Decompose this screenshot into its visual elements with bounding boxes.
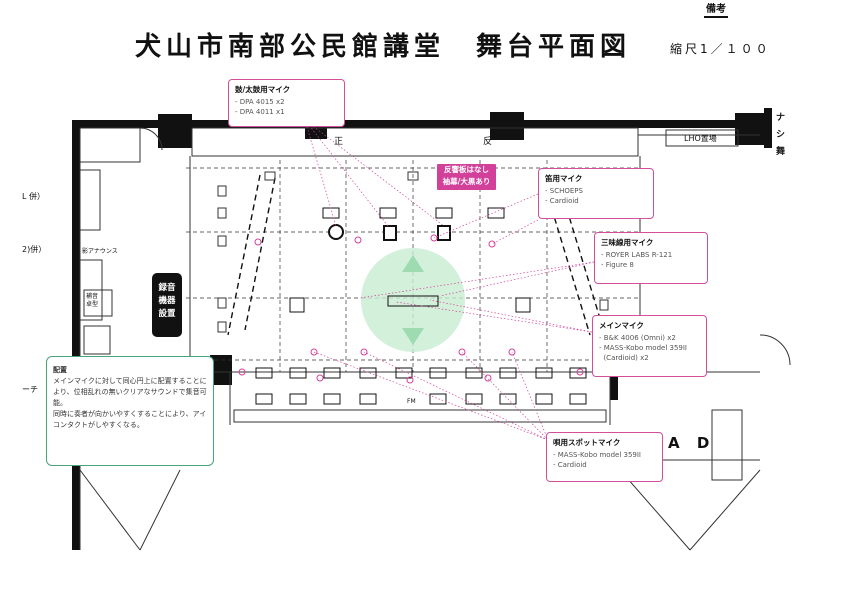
placement-note: 配置 メインマイクに対して同心円上に配置することにより、位相乱れの無いクリアなサ… xyxy=(46,356,214,466)
label-center-front: 正 xyxy=(334,137,344,147)
callout-main-item-3: (Cardioid) x2 xyxy=(599,354,649,362)
stage-note: 反響板はなし 袖幕/大黒あり xyxy=(437,164,496,190)
callout-main-item-2: - MASS-Kobo model 359II xyxy=(599,344,687,352)
callout-shamisen-title: 三味線用マイク xyxy=(601,238,654,247)
label-announce: 影アナウンス xyxy=(82,248,118,255)
stage-note-line2: 袖幕/大黒あり xyxy=(442,177,491,186)
recording-equipment-box: 録音 機器 設置 xyxy=(152,273,182,337)
callout-spot-title: 唄用スポットマイク xyxy=(553,438,621,447)
callout-drum-title: 鼓/太鼓用マイク xyxy=(235,85,291,94)
recording-label: 録音 機器 設置 xyxy=(158,283,176,319)
callout-shamisen-item-1: - ROYER LABS R-121 xyxy=(601,251,673,259)
callout-drum: 鼓/太鼓用マイク - DPA 4015 x2 - DPA 4011 x1 xyxy=(228,79,345,127)
callout-flute-title: 笛用マイク xyxy=(545,174,583,183)
top-right-tag: 備考 xyxy=(704,0,728,18)
label-left-2: 2)併） xyxy=(22,245,47,254)
drums xyxy=(328,224,451,241)
callout-main-item-1: - B&K 4006 (Omni) x2 xyxy=(599,334,676,342)
wing-lines xyxy=(227,169,606,336)
stage-frame xyxy=(79,127,760,550)
label-fm: FM xyxy=(407,398,416,405)
label-aux-desk: 補音 卓型 xyxy=(86,293,99,308)
page-title: 犬山市南部公民館講堂 舞台平面図 xyxy=(135,32,632,62)
callout-spot: 唄用スポットマイク - MASS-Kobo model 359II - Card… xyxy=(546,432,663,482)
callout-flute: 笛用マイク - SCHOEPS - Cardioid xyxy=(538,168,654,219)
label-left-3: ーチ xyxy=(22,385,38,394)
callout-shamisen-item-2: - Figure 8 xyxy=(601,261,634,269)
callout-shamisen: 三味線用マイク - ROYER LABS R-121 - Figure 8 xyxy=(594,232,708,284)
callout-spot-item-2: - Cardioid xyxy=(553,461,587,469)
label-left-1: L 併） xyxy=(22,192,45,201)
arrows xyxy=(402,255,424,345)
label-right-top: ナ xyxy=(776,113,786,123)
stage-note-line1: 反響板はなし xyxy=(444,165,489,174)
callout-flute-item-1: - SCHOEPS xyxy=(545,187,583,195)
label-right-bot: 舞 xyxy=(776,147,786,157)
scale-label: 縮尺1／１００ xyxy=(670,42,771,56)
label-right-mid: シ xyxy=(776,130,786,140)
callout-drum-item-1: - DPA 4015 x2 xyxy=(235,98,285,106)
mic-markers xyxy=(238,234,584,384)
callout-main: メインマイク - B&K 4006 (Omni) x2 - MASS-Kobo … xyxy=(592,315,707,377)
callout-flute-item-2: - Cardioid xyxy=(545,197,579,205)
placement-title: 配置 xyxy=(53,366,67,374)
callout-drum-item-2: - DPA 4011 x1 xyxy=(235,108,285,116)
main-mic-circle xyxy=(361,248,465,352)
left-rooms xyxy=(79,127,181,551)
label-center-back: 反 xyxy=(483,137,493,147)
placement-text: メインマイクに対して同心円上に配置することにより、位相乱れの無いクリアなサウンド… xyxy=(53,377,207,429)
label-lho: LHO置場 xyxy=(684,134,717,143)
callout-main-title: メインマイク xyxy=(599,321,644,330)
callout-spot-item-1: - MASS-Kobo model 359II xyxy=(553,451,641,459)
label-ad: A D xyxy=(668,434,716,452)
chairs xyxy=(255,207,587,405)
leader-lines xyxy=(304,119,595,441)
